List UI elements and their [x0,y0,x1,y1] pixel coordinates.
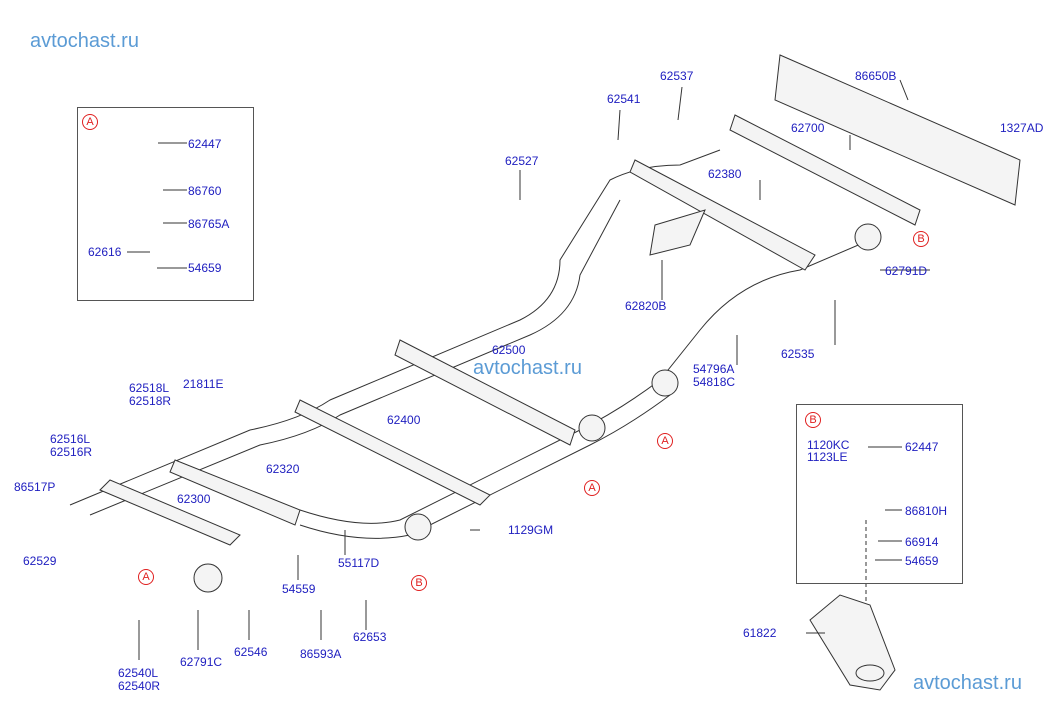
part-label-54818c[interactable]: 54818C [693,375,736,389]
part-label-62400[interactable]: 62400 [387,413,421,427]
part-label-62447-a[interactable]: 62447 [188,137,222,151]
crossmember-62380 [629,159,816,271]
callout-marker-a-left[interactable]: A [138,569,154,585]
part-label-54559[interactable]: 54559 [282,582,316,596]
callout-marker-b-rear[interactable]: B [913,231,929,247]
part-label-62527[interactable]: 62527 [505,154,539,168]
part-label-55117d[interactable]: 55117D [338,556,380,570]
body-mount-a-right [651,369,679,397]
body-mount-a-left [193,563,223,593]
part-label-54659-a[interactable]: 54659 [188,261,222,275]
part-label-54796a[interactable]: 54796A [693,362,735,376]
crossmember-62500 [394,339,576,446]
part-label-62540r[interactable]: 62540R [118,679,161,693]
watermark-center: avtochast.ru [473,357,582,379]
callout-marker-b-front[interactable]: B [411,575,427,591]
part-label-21811e[interactable]: 21811E [183,377,224,391]
watermark-top-left: avtochast.ru [30,30,139,52]
part-label-86517p[interactable]: 86517P [14,480,56,494]
watermark-bottom-right: avtochast.ru [913,672,1022,694]
part-label-62537[interactable]: 62537 [660,69,694,83]
part-label-62700[interactable]: 62700 [791,121,825,135]
part-label-62518r[interactable]: 62518R [129,394,172,408]
callout-marker-a-mid[interactable]: A [584,480,600,496]
part-label-62518l[interactable]: 62518L [129,381,170,395]
part-label-86650b[interactable]: 86650B [855,69,897,83]
part-label-62300[interactable]: 62300 [177,492,211,506]
part-label-62616[interactable]: 62616 [88,245,122,259]
part-label-62516l[interactable]: 62516L [50,432,91,446]
part-label-62791d[interactable]: 62791D [885,264,928,278]
frame-rail-right-inner [299,394,671,539]
part-label-1129gm[interactable]: 1129GM [508,523,554,537]
part-label-86760[interactable]: 86760 [188,184,222,198]
part-label-62516r[interactable]: 62516R [50,445,93,459]
part-label-62447-b[interactable]: 62447 [905,440,939,454]
body-mount-a-mid [578,414,606,442]
part-label-1327ad[interactable]: 1327AD [1000,121,1044,135]
bracket-hole [855,664,885,682]
body-mount-b-front [404,513,432,541]
part-label-62500[interactable]: 62500 [492,343,526,357]
detail-b-box [796,404,963,584]
detail-b-marker: B [805,412,821,428]
part-label-62546[interactable]: 62546 [234,645,268,659]
part-label-62653[interactable]: 62653 [353,630,387,644]
detail-a-marker: A [82,114,98,130]
part-label-86765a[interactable]: 86765A [188,217,230,231]
crossmember-62320 [169,459,301,526]
detail-a-box [77,107,254,301]
bumper-86650B [774,54,1021,206]
part-label-86593a[interactable]: 86593A [300,647,342,661]
crossmember-62300 [99,479,241,546]
part-label-66914[interactable]: 66914 [905,535,939,549]
part-label-62820b[interactable]: 62820B [625,299,667,313]
part-label-62320[interactable]: 62320 [266,462,300,476]
crossmember-62400 [294,399,491,506]
part-label-62380[interactable]: 62380 [708,167,742,181]
part-label-62541[interactable]: 62541 [607,92,641,106]
part-label-62540l[interactable]: 62540L [118,666,159,680]
bracket-62820B [649,209,706,256]
part-label-62529[interactable]: 62529 [23,554,57,568]
part-label-61822[interactable]: 61822 [743,626,777,640]
part-label-62791c[interactable]: 62791C [180,655,223,669]
part-label-54659-b[interactable]: 54659 [905,554,939,568]
part-label-62535[interactable]: 62535 [781,347,815,361]
crossmember-62700 [729,114,921,226]
part-label-86810h[interactable]: 86810H [905,504,948,518]
part-label-1123le[interactable]: 1123LE [807,450,848,464]
frame-rail-right [299,239,871,524]
part-label-1120kc[interactable]: 1120KC [807,438,850,452]
body-mount-b-rear [854,223,882,251]
callout-marker-a-right[interactable]: A [657,433,673,449]
